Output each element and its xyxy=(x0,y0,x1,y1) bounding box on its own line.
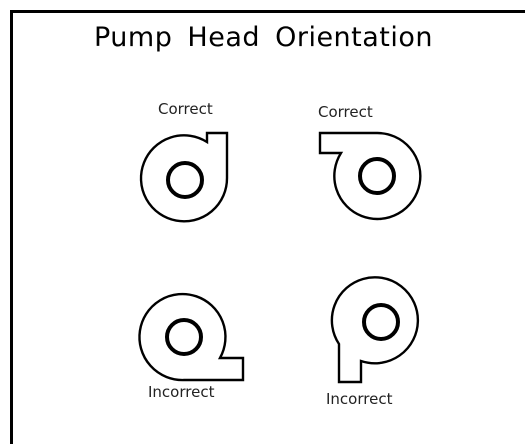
pump-top-left xyxy=(139,131,229,223)
pump-top-right-impeller xyxy=(358,157,396,195)
pump-top-right-casing xyxy=(318,131,422,221)
pump-top-left-impeller xyxy=(166,161,204,199)
label-bottom-right: Incorrect xyxy=(326,390,393,408)
diagram-title: Pump Head Orientation xyxy=(93,22,434,53)
label-top-left: Correct xyxy=(158,100,213,118)
pump-bottom-left xyxy=(138,292,245,382)
pump-bottom-right xyxy=(330,276,420,384)
label-bottom-left: Incorrect xyxy=(148,383,215,401)
pump-bottom-left-impeller xyxy=(165,318,203,356)
pump-bottom-right-impeller xyxy=(362,303,400,341)
pump-top-left-casing xyxy=(139,131,229,223)
pump-bottom-left-casing xyxy=(138,292,245,382)
label-top-right: Correct xyxy=(318,103,373,121)
diagram-frame xyxy=(10,10,525,444)
pump-bottom-right-casing xyxy=(330,276,420,384)
pump-top-right xyxy=(318,131,422,221)
